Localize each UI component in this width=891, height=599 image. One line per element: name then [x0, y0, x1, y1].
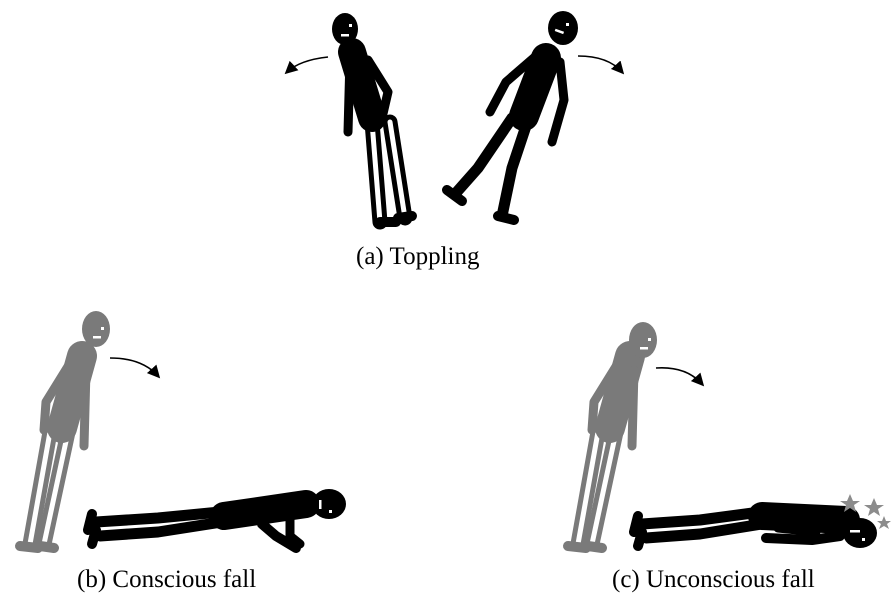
motion-arrow-right: [578, 56, 622, 72]
toppling-figure-right: [447, 56, 564, 220]
conscious-fall-lying-head: [312, 489, 346, 519]
conscious-fall-lying-figure: [88, 504, 306, 548]
motion-arrow-left: [287, 57, 328, 72]
conscious-fall-standing-head: [82, 311, 110, 347]
caption-unconscious-fall: (c) Unconscious fall: [612, 566, 815, 594]
unconscious-fall-lying-head: [843, 518, 877, 548]
toppling-head-right: [548, 11, 578, 45]
toppling-figure-left: [348, 52, 412, 222]
unconscious-fall-standing-figure: [568, 356, 634, 548]
unconscious-fall-lying-figure: [634, 512, 846, 546]
caption-conscious-fall: (b) Conscious fall: [77, 566, 256, 594]
unconscious-fall-standing-head: [629, 322, 657, 358]
toppling-head-left: [332, 13, 358, 45]
conscious-fall-standing-figure: [20, 356, 86, 548]
motion-arrow-conscious: [110, 358, 158, 376]
motion-arrow-unconscious: [656, 368, 702, 384]
caption-toppling: (a) Toppling: [356, 243, 479, 271]
